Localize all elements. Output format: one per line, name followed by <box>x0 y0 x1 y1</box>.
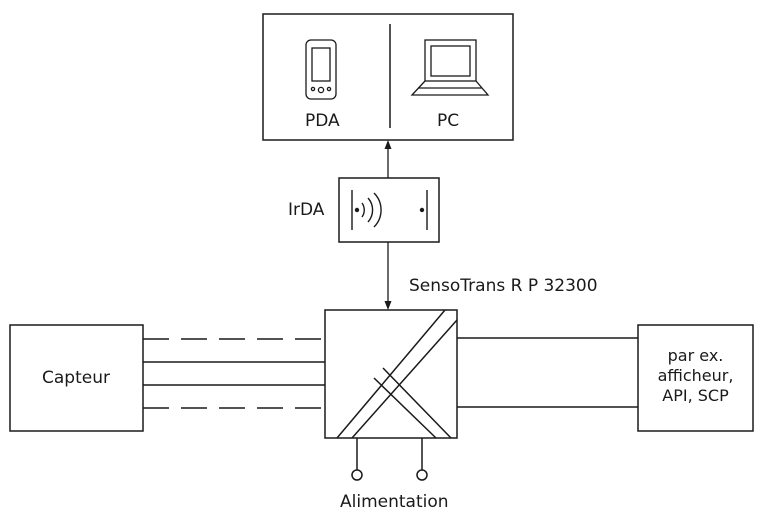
infrared-signal-icon <box>351 190 428 230</box>
power-label: Alimentation <box>340 492 449 512</box>
output-label-line-1: par ex. <box>667 346 724 365</box>
output-label-line-3: API, SCP <box>662 386 729 405</box>
output-wiring <box>457 337 638 408</box>
arrow-down-icon <box>384 301 392 310</box>
sensor-label: Capteur <box>42 368 110 388</box>
irda-label: IrDA <box>288 200 325 220</box>
transmitter-label: SensoTrans R P 32300 <box>409 276 598 296</box>
arrow-up-icon <box>384 140 392 149</box>
terminal-icon <box>416 469 428 481</box>
transmitter-symbol <box>336 309 458 439</box>
terminal-icon <box>351 469 363 481</box>
pda-label: PDA <box>305 111 340 131</box>
output-label: par ex. afficheur, API, SCP <box>638 346 753 406</box>
pda-icon <box>305 39 337 100</box>
power-terminals <box>351 438 428 481</box>
output-box <box>637 324 754 432</box>
output-label-line-2: afficheur, <box>657 366 734 385</box>
sensor-wiring <box>143 338 325 409</box>
laptop-icon <box>410 39 490 96</box>
sensor-box <box>9 324 144 432</box>
device-box <box>262 13 514 141</box>
pc-label: PC <box>437 111 460 131</box>
